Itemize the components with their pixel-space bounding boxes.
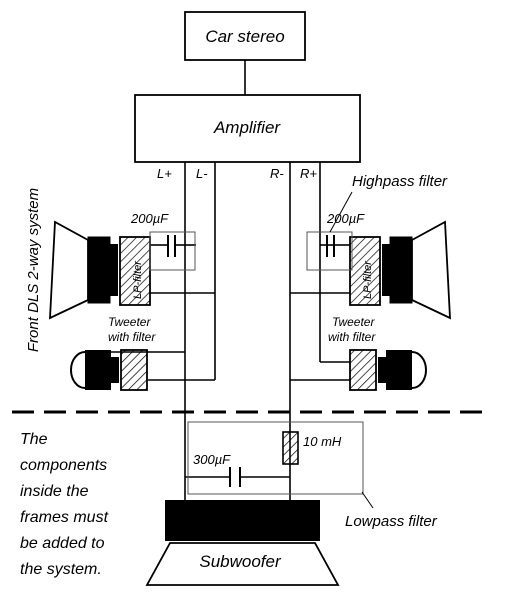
inductor-label: 10 mH [303,434,342,449]
lowpass-section: 10 mH 300µF Lowpass filter [187,421,438,530]
terminal-l-minus: L- [196,166,208,181]
terminal-l-plus: L+ [157,166,172,181]
lowpass-leader [361,491,374,509]
tweeter-left-line1: Tweeter [108,315,151,329]
subwoofer: Subwoofer [145,500,340,586]
right-tweeter: Tweeter with filter [328,315,427,391]
subwoofer-label: Subwoofer [199,552,282,571]
terminal-r-plus: R+ [300,166,317,181]
front-system-label: Front DLS 2-way system [25,188,42,352]
tweeter-right-line1: Tweeter [332,315,375,329]
left-capacitor: 200µF [130,211,196,271]
left-tweeter: Tweeter with filter [70,315,156,391]
lp-filter-left-label: LP-filter [132,260,144,299]
note-line: inside the [20,483,89,500]
note-line: the system. [20,561,102,578]
note-line: be added to [20,535,105,552]
note-line: frames must [20,509,109,526]
note: The components inside the frames must be… [20,431,109,578]
amplifier-label: Amplifier [213,118,281,137]
note-line: The [20,431,48,448]
lp-filter-right-label: LP-filter [362,260,374,299]
tweeter-left-line2: with filter [108,330,156,344]
cap-right-label: 200µF [326,211,365,226]
subwoofer-magnet [165,500,320,541]
right-woofer: LP-filter [349,220,451,320]
cap-sub-label: 300µF [193,452,231,467]
left-woofer: LP-filter [49,220,151,320]
car-stereo-label: Car stereo [205,27,284,46]
highpass-leader [329,191,353,233]
car-stereo-block: Car stereo [184,11,306,61]
note-line: components [20,457,107,474]
subwoofer-cone [145,542,340,586]
terminal-r-minus: R- [270,166,284,181]
cap-left-label: 200µF [130,211,169,226]
amplifier-block: Amplifier [134,94,361,163]
wires [99,60,350,500]
inductor [282,431,299,465]
lowpass-filter-label: Lowpass filter [345,513,438,530]
tweeter-right-line2: with filter [328,330,376,344]
highpass-filter-label: Highpass filter [352,173,448,190]
